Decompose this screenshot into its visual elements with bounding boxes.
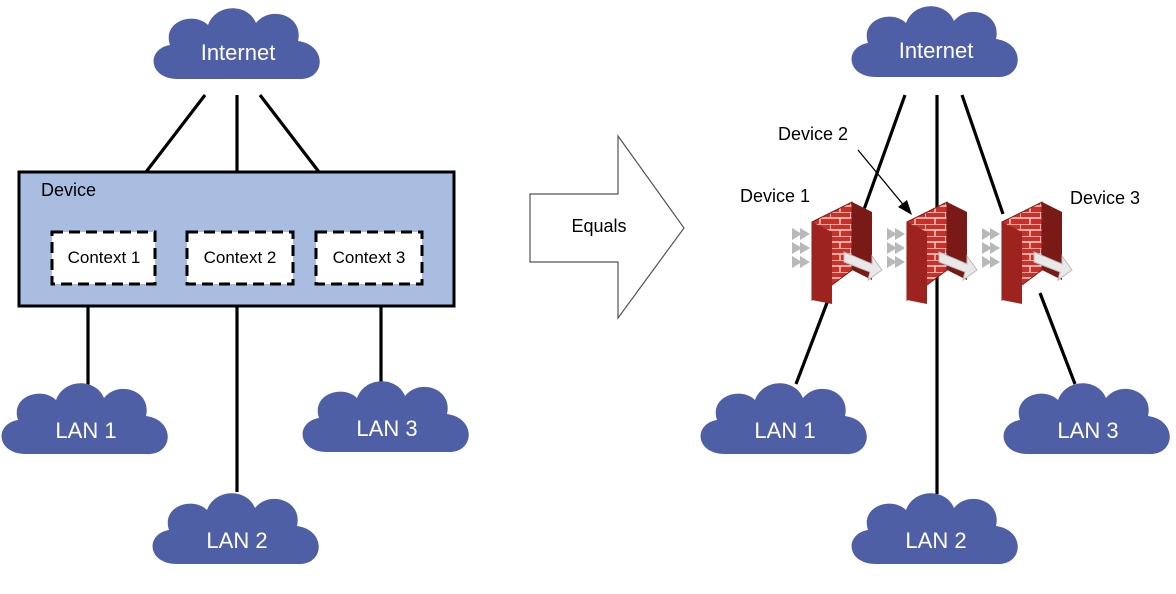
context-3: Context 3 bbox=[314, 230, 424, 286]
right-lan-2-cloud: LAN 2 bbox=[851, 493, 1018, 565]
right-internet-cloud: Internet bbox=[851, 6, 1018, 78]
right-lan-1-label: LAN 1 bbox=[754, 418, 815, 443]
right-lan-3-cloud: LAN 3 bbox=[1003, 383, 1170, 455]
firewall-1 bbox=[792, 201, 883, 304]
right-lan-1-cloud: LAN 1 bbox=[700, 383, 867, 455]
left-lan-2-label: LAN 2 bbox=[206, 528, 267, 553]
left-internet-label: Internet bbox=[201, 40, 276, 65]
right-internet-label: Internet bbox=[899, 38, 974, 63]
firewall-3 bbox=[982, 201, 1073, 304]
device-label: Device bbox=[41, 180, 96, 200]
context-2-label: Context 2 bbox=[204, 248, 277, 267]
left-internet-cloud: Internet bbox=[153, 8, 320, 80]
context-1-label: Context 1 bbox=[68, 248, 141, 267]
equals-arrow: Equals bbox=[529, 134, 685, 320]
left-lan-3-label: LAN 3 bbox=[356, 416, 417, 441]
left-lan-2-cloud: LAN 2 bbox=[152, 493, 319, 565]
context-1: Context 1 bbox=[50, 230, 157, 286]
device-1-label: Device 1 bbox=[740, 186, 810, 206]
device-2-label: Device 2 bbox=[778, 124, 848, 144]
right-links bbox=[794, 94, 1077, 494]
left-lan-1-cloud: LAN 1 bbox=[1, 383, 168, 455]
arrow-label: Equals bbox=[571, 216, 626, 236]
firewall-icon bbox=[792, 201, 883, 304]
firewall-icon bbox=[887, 201, 978, 304]
right-lan-3-label: LAN 3 bbox=[1057, 418, 1118, 443]
arrow-icon bbox=[529, 134, 685, 320]
context-3-label: Context 3 bbox=[333, 248, 406, 267]
device-2-pointer bbox=[857, 149, 912, 215]
device-3-label: Device 3 bbox=[1070, 188, 1140, 208]
firewall-icon bbox=[982, 201, 1073, 304]
firewall-2 bbox=[887, 201, 978, 304]
left-lan-3-cloud: LAN 3 bbox=[302, 381, 469, 453]
right-lan-2-label: LAN 2 bbox=[905, 528, 966, 553]
left-lan-1-label: LAN 1 bbox=[55, 418, 116, 443]
context-2: Context 2 bbox=[185, 230, 295, 286]
